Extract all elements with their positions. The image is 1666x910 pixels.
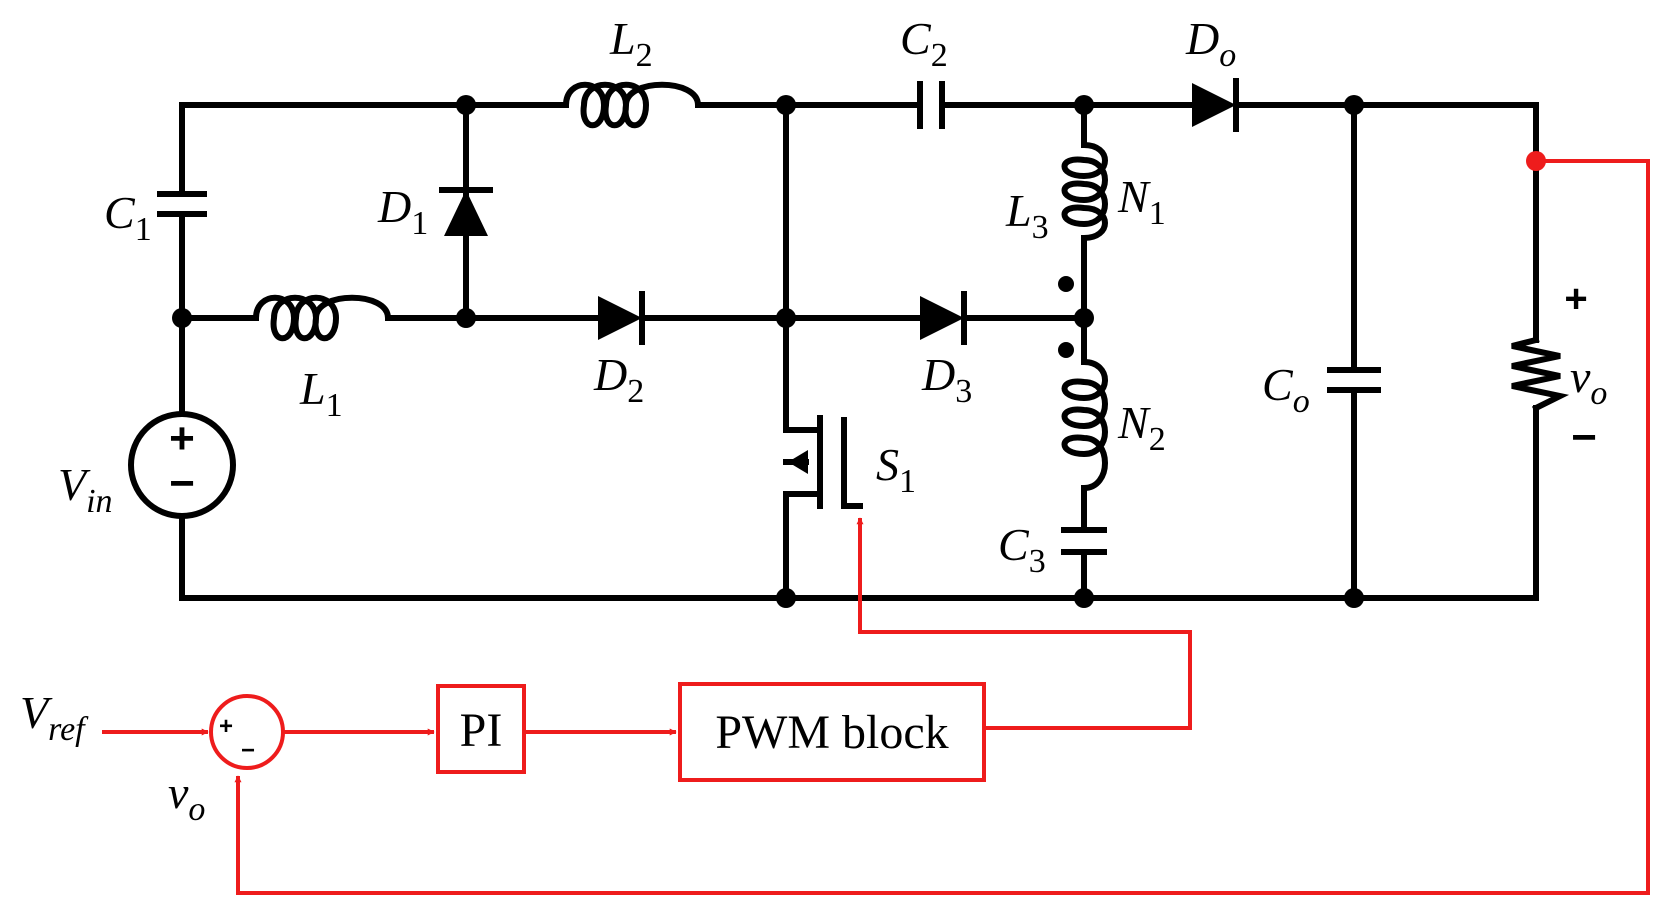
label-c1: C1 (104, 187, 152, 248)
voltage-source-vin: + − (128, 411, 236, 519)
capacitor-c3 (1061, 527, 1107, 555)
mosfet-s1 (783, 415, 863, 509)
label-l1: L1 (299, 363, 343, 424)
label-vo-feedback: vo (168, 767, 205, 828)
label-vin: Vin (58, 459, 113, 520)
pwm-block (678, 682, 986, 782)
label-n1: N1 (1117, 171, 1166, 232)
label-n2: N2 (1117, 397, 1166, 458)
label-d3: D3 (921, 349, 972, 410)
label-co: Co (1262, 359, 1310, 420)
pi-label: PI (460, 704, 503, 757)
label-c3: C3 (998, 519, 1046, 580)
junction-dots (172, 95, 1364, 608)
load-plus: + (1564, 277, 1587, 321)
diode-d2 (598, 291, 645, 345)
vin-plus: + (169, 414, 195, 463)
diode-do (1192, 78, 1239, 132)
polarity-dot-n1 (1058, 276, 1074, 292)
pi-block (436, 684, 526, 774)
capacitor-c2 (917, 81, 945, 129)
inductor-n2 (1061, 358, 1108, 492)
diode-d3 (920, 291, 967, 345)
label-c2: C2 (900, 13, 948, 74)
capacitor-co (1327, 367, 1381, 393)
component-labels: C1 L2 C2 Do D1 L3 N1 L1 D2 D3 Co N2 S1 V… (20, 13, 1607, 828)
summer-minus: − (241, 737, 255, 764)
capacitor-c1 (157, 191, 207, 217)
inductor-l2 (562, 81, 702, 128)
label-vref: Vref (20, 687, 89, 748)
pwm-label: PWM block (715, 706, 948, 759)
label-l3: L3 (1005, 185, 1049, 246)
polarity-dot-n2 (1058, 342, 1074, 358)
summer-plus: + (219, 713, 233, 740)
label-do: Do (1185, 13, 1236, 74)
label-l2: L2 (609, 13, 653, 74)
vin-minus: − (169, 459, 195, 508)
label-d1: D1 (377, 181, 428, 242)
inductor-n1 (1061, 141, 1108, 242)
load-minus: − (1571, 413, 1597, 462)
control-loop: + − PI PWM block (102, 151, 1650, 895)
label-vo-load: vo (1570, 351, 1607, 412)
label-s1: S1 (876, 439, 916, 500)
label-d2: D2 (593, 349, 644, 410)
load-resistor (1511, 336, 1570, 413)
diode-d1 (439, 187, 493, 236)
inductor-l1 (252, 294, 392, 341)
